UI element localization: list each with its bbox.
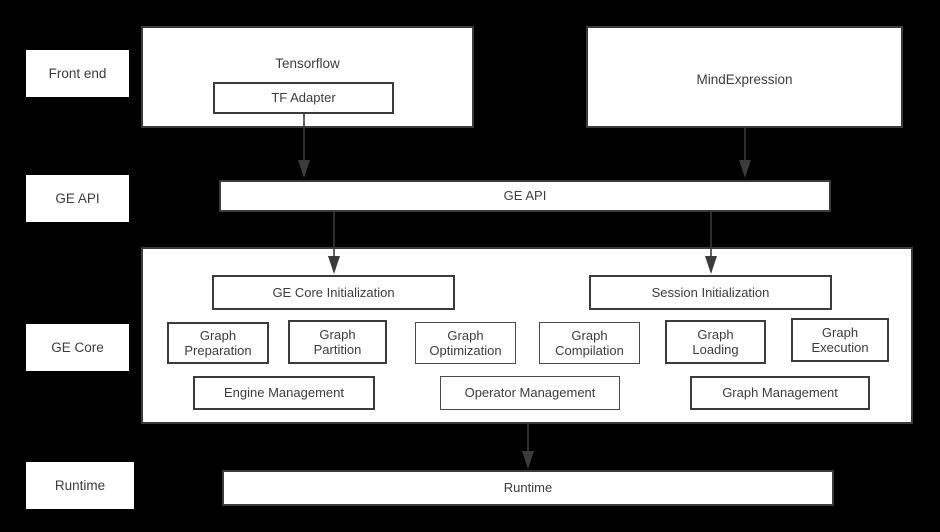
layer-label-runtime: Runtime <box>26 462 134 509</box>
tf-adapter-box[interactable]: TF Adapter <box>213 82 394 114</box>
layer-label-ge-api: GE API <box>26 175 129 222</box>
layer-label-ge-core: GE Core <box>26 324 129 371</box>
graph-execution-box[interactable]: Graph Execution <box>791 318 889 362</box>
graph-partition-box[interactable]: Graph Partition <box>288 320 387 364</box>
graph-compilation-box[interactable]: Graph Compilation <box>539 322 640 364</box>
connector-mindexpression-to-ge-api <box>739 128 751 178</box>
ge-api-bar[interactable]: GE API <box>219 180 831 212</box>
connector-ge-core-to-runtime <box>522 424 534 469</box>
mindexpression-title: MindExpression <box>696 72 793 87</box>
graph-preparation-box[interactable]: Graph Preparation <box>167 322 269 364</box>
layer-label-front-end: Front end <box>26 50 129 97</box>
ge-core-initialization-box[interactable]: GE Core Initialization <box>212 275 455 310</box>
runtime-bar[interactable]: Runtime <box>222 470 834 506</box>
graph-management-box[interactable]: Graph Management <box>690 376 870 410</box>
tensorflow-title: Tensorflow <box>275 56 340 71</box>
graph-loading-box[interactable]: Graph Loading <box>665 320 766 364</box>
graph-optimization-box[interactable]: Graph Optimization <box>415 322 516 364</box>
operator-management-box[interactable]: Operator Management <box>440 376 620 410</box>
engine-management-box[interactable]: Engine Management <box>193 376 375 410</box>
session-initialization-box[interactable]: Session Initialization <box>589 275 832 310</box>
frontend-frame-mindexpression: MindExpression <box>586 26 903 128</box>
